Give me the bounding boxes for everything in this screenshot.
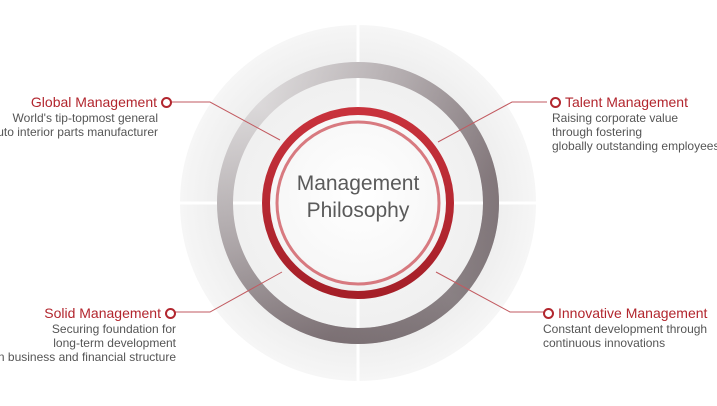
item-innovative-management: Innovative Management Constant developme… [543, 305, 707, 350]
item-title: Solid Management [44, 305, 161, 321]
connector-innovative [435, 271, 547, 313]
bullet-dot-icon [161, 96, 172, 108]
bullet-dot-icon [550, 96, 561, 108]
item-description: Securing foundation for long-term develo… [0, 321, 176, 364]
item-description: Constant development through continuous … [543, 321, 708, 350]
connector-global [172, 101, 281, 141]
bullet-dot-icon [543, 307, 554, 319]
item-description: World's tip-topmost general auto interio… [0, 110, 158, 139]
item-title: Talent Management [565, 94, 688, 110]
center-title-line1: Management [296, 172, 420, 195]
bullet-dot-icon [165, 307, 176, 319]
item-title: Global Management [30, 94, 157, 110]
connector-talent [437, 101, 547, 143]
inner-red-ring-inner [275, 120, 441, 286]
item-global-management: Global Management World's tip-topmost ge… [0, 94, 172, 139]
outer-ring-highlight [217, 62, 499, 344]
connector-solid [170, 271, 283, 313]
inner-disc [266, 111, 450, 295]
item-title: Innovative Management [558, 305, 708, 321]
inner-red-ring-outer [262, 107, 454, 299]
item-talent-management: Talent Management Raising corporate valu… [550, 94, 717, 153]
center-title-line2: Philosophy [306, 199, 410, 223]
center-title: Management Philosophy [258, 170, 458, 225]
item-description: Raising corporate value through fosterin… [552, 110, 717, 153]
item-solid-management: Solid Management Securing foundation for… [0, 305, 176, 364]
